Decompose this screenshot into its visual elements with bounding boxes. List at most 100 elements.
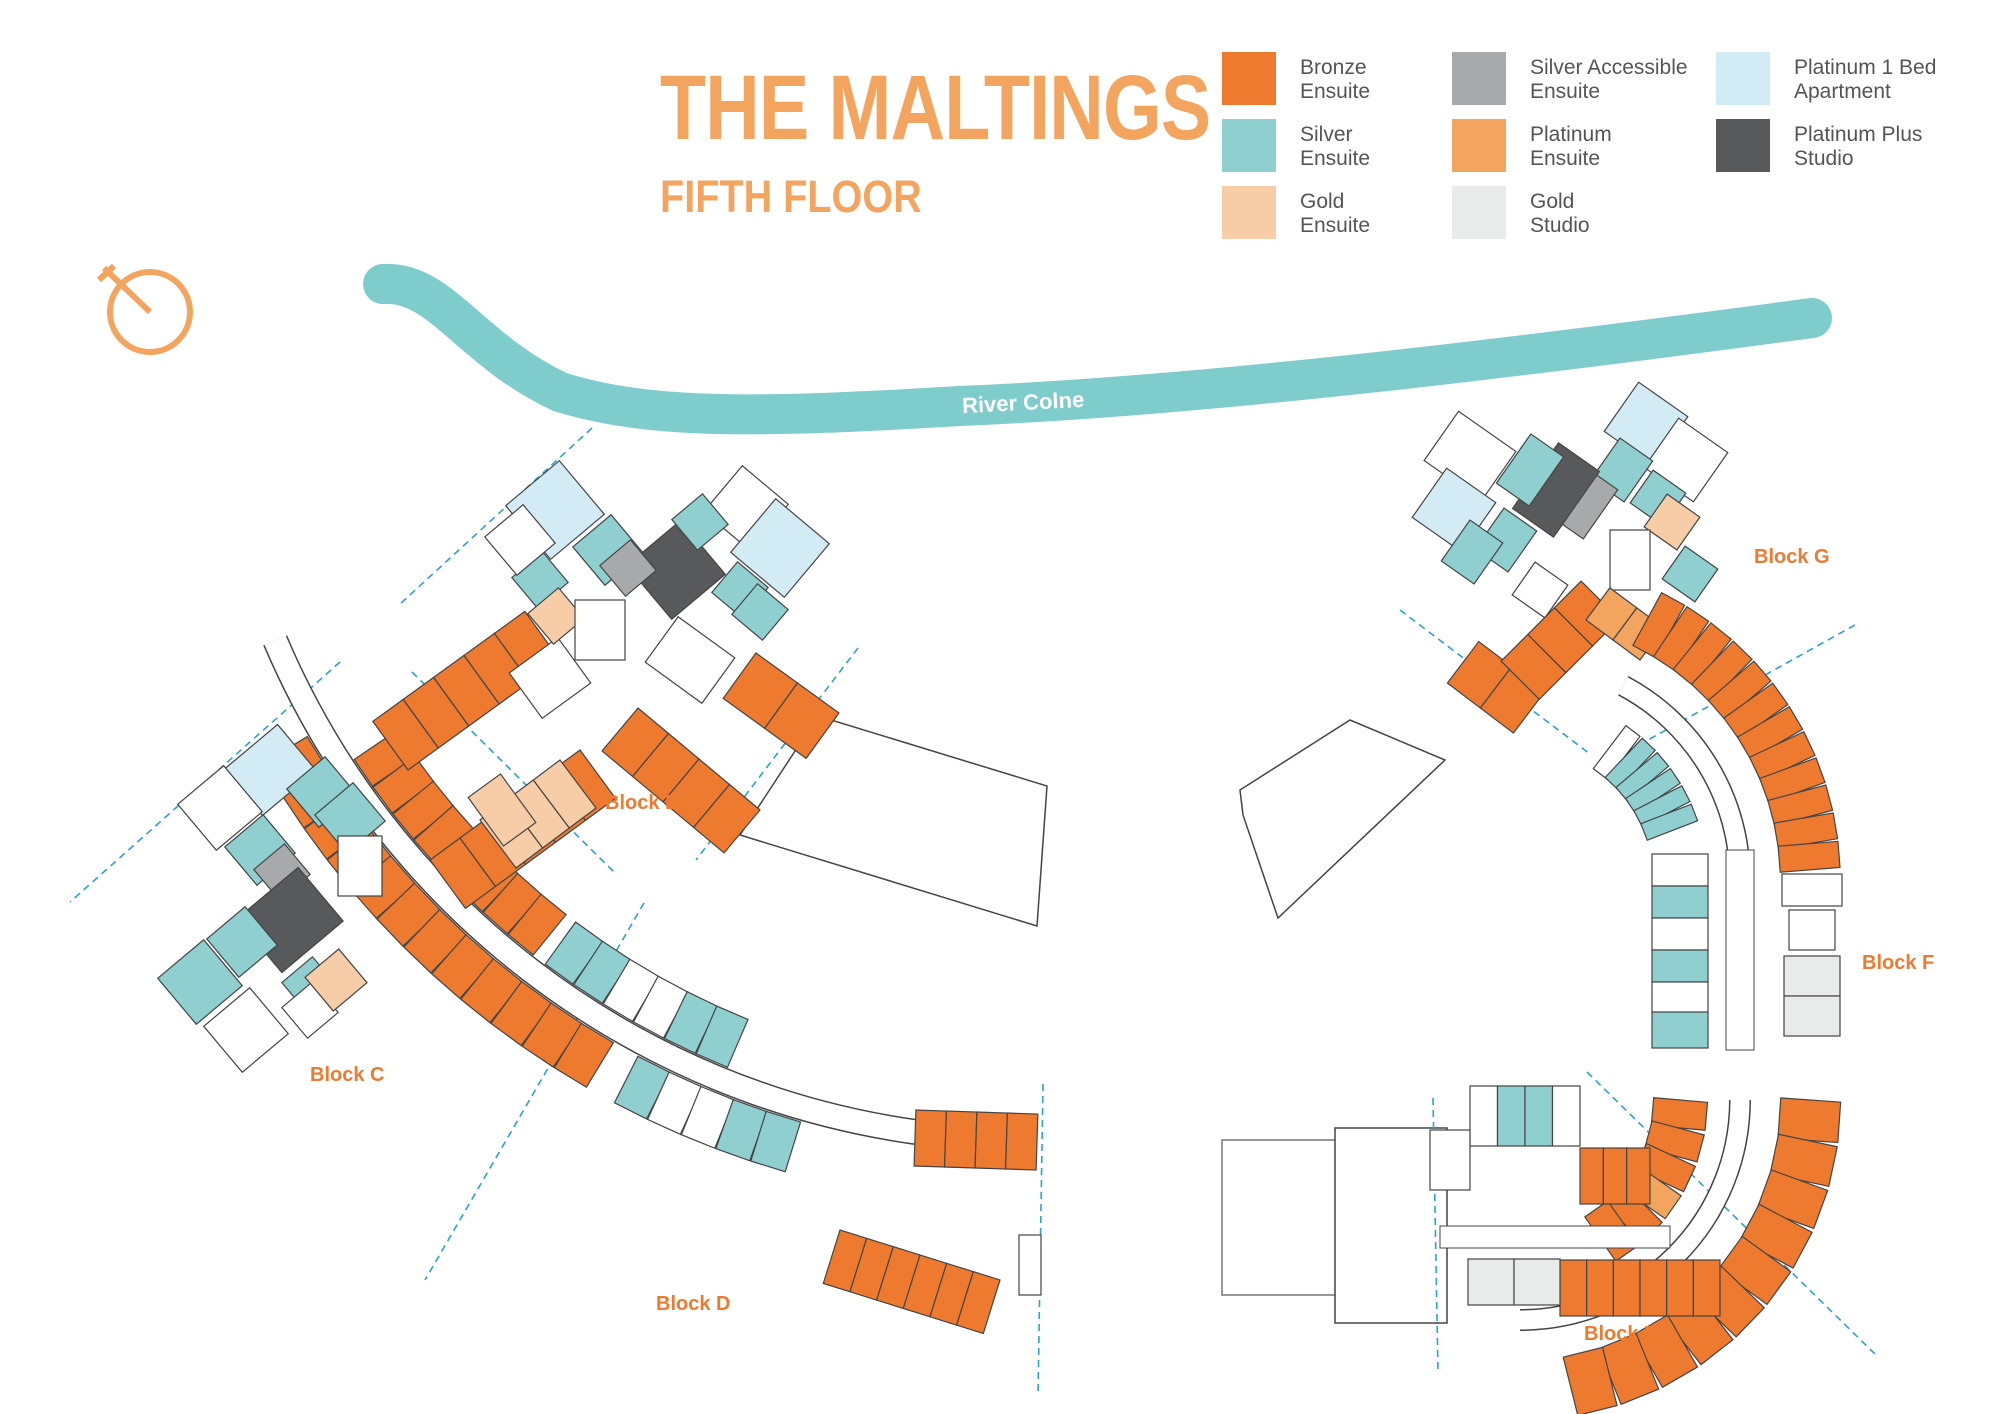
legend-label: Ensuite: [1300, 80, 1371, 103]
room-bronze: [1626, 1147, 1651, 1205]
corridor-block-e: [1439, 1225, 1671, 1249]
room-silver: [670, 492, 730, 552]
room-silver-accessible: [598, 538, 658, 598]
room: [750, 1110, 802, 1173]
legend-label: Silver Accessible: [1530, 56, 1688, 79]
annex-outline-south-1: [1221, 1139, 1343, 1296]
legend-label: Apartment: [1794, 80, 1891, 103]
kitchen: [644, 615, 736, 705]
room: [1651, 981, 1709, 1015]
room-gold: [304, 948, 368, 1012]
legend-swatch: [1452, 52, 1506, 105]
block-label-c: Block C: [310, 1064, 385, 1086]
room: [1551, 1085, 1581, 1147]
room-bronze: [943, 1110, 978, 1169]
room: [1496, 1085, 1526, 1147]
legend-swatch: [1222, 186, 1276, 239]
kitchen: [202, 986, 290, 1074]
room: [1469, 1085, 1499, 1147]
block-label-g: Block G: [1754, 546, 1830, 568]
legend-label: Gold: [1530, 190, 1575, 213]
room: [1651, 917, 1709, 951]
legend-swatch: [1452, 186, 1506, 239]
room-bronze: [955, 1270, 1001, 1335]
room-bronze: [1586, 1259, 1614, 1317]
stair-core: [337, 835, 383, 897]
room-silver: [1495, 433, 1565, 507]
stair-core: [1429, 1129, 1471, 1191]
room-bronze: [507, 893, 567, 956]
legend-label: Gold: [1300, 190, 1345, 213]
room-silver: [156, 938, 244, 1026]
legend-label: Silver: [1300, 123, 1353, 146]
room-bronze: [1579, 1147, 1604, 1205]
stair-core: [1788, 909, 1836, 951]
corridor-block-g: [1618, 677, 1750, 881]
room-gold-studio: [1783, 995, 1841, 1037]
block-label-d: Block D: [656, 1293, 731, 1315]
room-gold: [467, 773, 537, 847]
floor-subtitle: FIFTH FLOOR: [660, 171, 922, 222]
kitchen: [176, 764, 264, 852]
room-silver: [205, 905, 279, 979]
legend-swatch: [1222, 119, 1276, 172]
compass-icon: [96, 263, 193, 355]
room-bronze: [1602, 1147, 1628, 1205]
room: [1651, 853, 1709, 887]
legend-swatch: [1452, 119, 1506, 172]
room-gold: [526, 586, 586, 646]
room: [1640, 803, 1699, 841]
legend-label: Ensuite: [1530, 80, 1601, 103]
room-silver: [1661, 545, 1719, 603]
legend-swatch: [1716, 119, 1770, 172]
room-bronze: [1004, 1112, 1039, 1171]
room: [1651, 885, 1709, 919]
corridor-block-f: [1725, 849, 1755, 1051]
room-gold-studio: [1467, 1258, 1515, 1306]
room-silver: [1651, 1011, 1709, 1049]
stair-core: [1609, 529, 1651, 591]
room-platinum-1-bed: [729, 497, 831, 599]
room: [1651, 949, 1709, 983]
room-bronze: [763, 682, 840, 760]
legend-label: Studio: [1794, 147, 1854, 170]
legend-label: Studio: [1530, 214, 1590, 237]
room-bronze: [1639, 1259, 1668, 1317]
annex-outline-right: [1239, 719, 1447, 920]
block-label-e: Block E: [1584, 1323, 1658, 1345]
corridor-block-d: [264, 635, 918, 1144]
block-label-f: Block F: [1862, 952, 1935, 974]
annex-outline-left: [738, 715, 1048, 927]
room-bronze: [692, 783, 761, 854]
legend-label: Ensuite: [1530, 147, 1601, 170]
room-bronze: [1559, 1259, 1588, 1317]
room-bronze: [1692, 1259, 1721, 1317]
room-silver: [1440, 519, 1504, 585]
annex-outline-south-2: [1334, 1127, 1448, 1324]
legend-label: Platinum 1 Bed: [1794, 56, 1937, 79]
block-label-b: Block B: [605, 792, 680, 814]
legend-label: Ensuite: [1300, 147, 1371, 170]
room-bronze: [1666, 1259, 1694, 1317]
room-bronze: [974, 1111, 1009, 1170]
legend-label: Platinum Plus: [1794, 123, 1923, 146]
room-silver: [730, 582, 790, 642]
room-gold: [1643, 493, 1701, 551]
room-bronze: [553, 1022, 615, 1089]
kitchen: [483, 503, 557, 577]
kitchen: [508, 636, 592, 720]
room-bronze: [913, 1109, 948, 1168]
legend-label: Ensuite: [1300, 214, 1371, 237]
page-title: THE MALTINGS: [660, 57, 1211, 159]
room: [1511, 561, 1569, 619]
